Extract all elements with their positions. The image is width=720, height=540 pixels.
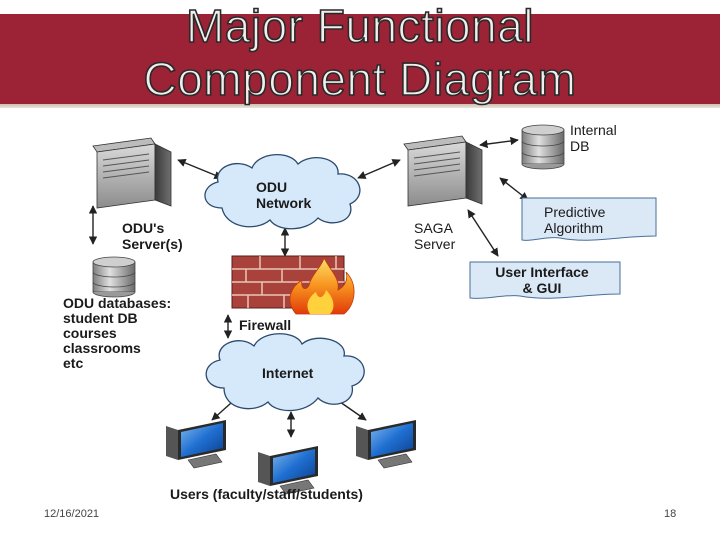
connector-saga-internal-db: [479, 136, 519, 149]
label-odu-databases: ODU databases: student DB courses classr…: [63, 295, 172, 371]
footer-date: 12/16/2021: [44, 508, 100, 520]
label-internal-db: Internal DB: [570, 122, 617, 154]
label-internet: Internet: [262, 365, 314, 381]
computer-icon: [166, 420, 226, 469]
server-icon: [403, 135, 483, 207]
database-icon: [92, 256, 136, 298]
slide-title-line-2: Component Diagram: [143, 52, 577, 106]
note-icon: [469, 261, 621, 299]
connector-saga-network: [357, 159, 401, 179]
cloud-icon: [204, 153, 361, 230]
label-users: Users (faculty/staff/students): [170, 486, 363, 502]
database-icon: [521, 124, 565, 170]
computer-icon: [258, 446, 318, 495]
server-icon: [92, 137, 172, 209]
label-predictive-algorithm: Predictive Algorithm: [544, 204, 606, 236]
cloud-icon: [205, 333, 365, 412]
slide-title-line-1: Major Functional: [185, 0, 535, 53]
connector-odu-server-network: [177, 158, 223, 180]
firewall-icon: [231, 255, 355, 315]
label-saga-server: SAGA Server: [414, 220, 456, 252]
computer-icon: [356, 420, 416, 469]
connector-saga-ui: [467, 209, 499, 257]
label-user-interface: User Interface & GUI: [495, 264, 589, 296]
footer-page-number: 18: [664, 508, 677, 520]
slide-title: Major Functional Component Diagram: [0, 0, 720, 106]
label-firewall: Firewall: [239, 317, 292, 333]
connector-saga-algorithm: [499, 177, 529, 201]
label-odu-servers: ODU's Server(s): [122, 220, 183, 252]
label-odu-network: ODU Network: [256, 179, 312, 211]
title-bar: [0, 14, 720, 108]
note-icon: [521, 197, 657, 241]
